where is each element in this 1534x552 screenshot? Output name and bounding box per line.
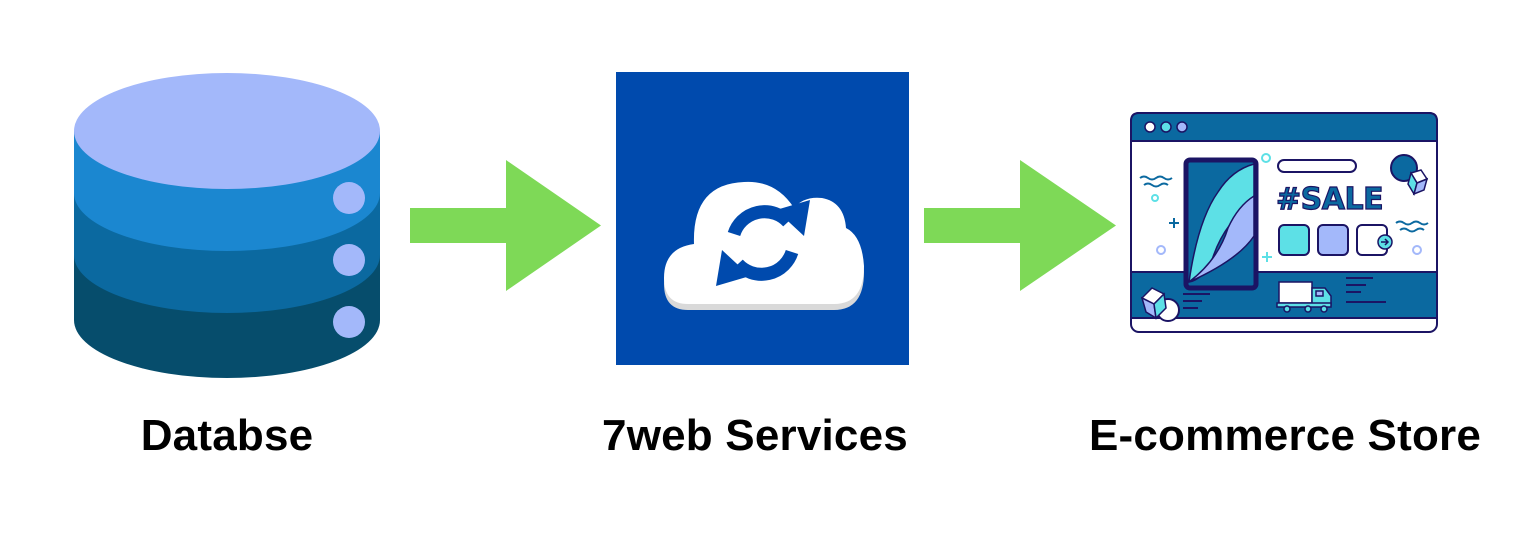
services-label: 7web Services [602,411,908,460]
indicator-dot [333,244,365,276]
indicator-dot [333,306,365,338]
database-label: Databse [140,411,314,460]
store-label: E-commerce Store [1088,411,1482,460]
svg-text:#SALE: #SALE [1276,182,1383,217]
arrow-right-icon [924,160,1116,291]
ecommerce-store-icon: #SALE [1130,112,1438,333]
database-icon [74,73,380,378]
indicator-dot [333,182,365,214]
cloud-sync-icon [616,72,909,365]
arrow-right-icon [410,160,601,291]
